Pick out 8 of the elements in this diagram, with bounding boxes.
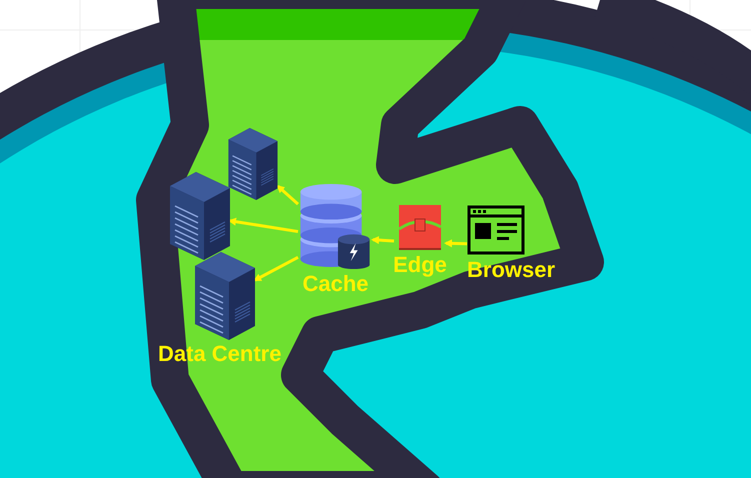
arrow bbox=[444, 239, 468, 248]
arrow bbox=[228, 218, 298, 234]
node-label: Browser bbox=[467, 259, 556, 281]
arrow bbox=[276, 184, 299, 206]
arrow bbox=[253, 256, 299, 282]
node-label: Cache bbox=[302, 273, 369, 295]
arrow bbox=[371, 236, 394, 244]
node-label: Edge bbox=[393, 254, 447, 276]
